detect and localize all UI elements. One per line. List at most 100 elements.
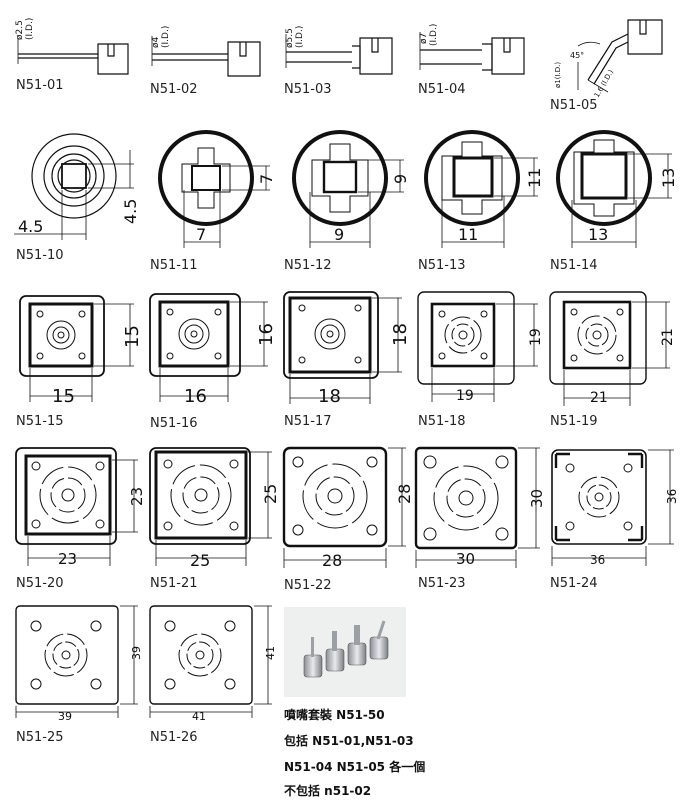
nozzle-n51-10: 4.5 4.5 N51-10: [14, 130, 144, 270]
dim-height: 25: [261, 484, 280, 504]
part-label: N51-19: [550, 414, 598, 429]
dim-width: 21: [590, 390, 608, 406]
drawing-outline: [285, 34, 393, 75]
drawing-outline: [551, 449, 674, 566]
dim-width: 9: [334, 225, 344, 244]
dim-width: 7: [196, 225, 206, 244]
part-label: N51-14: [550, 258, 598, 273]
drawing-outline: [149, 447, 272, 566]
drawing-outline: [556, 130, 672, 248]
dim-height: 13: [659, 168, 678, 188]
nozzle-n51-11: 7 7 N51-11: [148, 130, 278, 273]
part-label: N51-05: [550, 98, 598, 113]
dim-width: 11: [458, 225, 478, 244]
angle-label: 45°: [570, 51, 584, 60]
dim-label: ø1(I.D.): [554, 62, 562, 88]
dim-height: 16: [256, 323, 277, 346]
drawing-outline: [149, 293, 268, 402]
nozzle-n51-13: 11 11 N51-13: [416, 130, 546, 273]
dim-height: 4.5: [121, 199, 140, 224]
part-label: N51-04: [418, 82, 466, 97]
set-includes-each: N51-04 N51-05 各一個: [284, 760, 426, 774]
dim-height: 18: [390, 323, 411, 346]
part-label: N51-20: [16, 576, 64, 591]
nozzle-n51-02: ø4 (I.D.) N51-02: [148, 18, 278, 97]
drawing-outline: [424, 130, 538, 248]
nozzle-n51-05: 45° ø1(I.D.) 1.6 (I.D.) N51-05: [548, 6, 678, 116]
part-label: N51-16: [150, 416, 198, 431]
dim-width: 39: [58, 710, 72, 723]
dim-height: 23: [128, 487, 146, 506]
nozzle-n51-21: 25 25 N51-21: [148, 446, 280, 596]
drawing-outline: [149, 605, 272, 718]
part-label: N51-12: [284, 258, 332, 273]
drawing-outline: [417, 291, 538, 402]
dim-width: 28: [322, 551, 342, 570]
drawing-outline: [19, 295, 134, 402]
dim-height: 9: [391, 174, 410, 184]
dim-width: 25: [190, 551, 210, 570]
dim-height: 7: [257, 174, 276, 184]
nozzle-drawing: [17, 38, 129, 75]
nozzle-n51-18: 19 19 N51-18: [416, 290, 546, 430]
nozzle-n51-12: 9 9 N51-12: [282, 130, 412, 273]
dim-width: 41: [192, 710, 206, 723]
part-label: N51-25: [16, 730, 64, 745]
set-excludes: 不包括 n51-02: [284, 784, 372, 798]
part-label: N51-15: [16, 414, 64, 429]
dim-height: 41: [264, 646, 277, 660]
dim-width: 18: [318, 386, 341, 407]
part-label: N51-22: [284, 578, 332, 593]
dim-height: 30: [528, 489, 546, 508]
dim-width: 4.5: [18, 217, 43, 236]
part-label: N51-03: [284, 82, 332, 97]
dim-height: 15: [122, 325, 143, 348]
dim-width: 30: [456, 550, 475, 568]
part-label: N51-13: [418, 258, 466, 273]
set-title: 噴嘴套裝 N51-50: [284, 708, 385, 722]
part-label: N51-18: [418, 414, 466, 429]
nozzle-n51-24: 36 36 N51-24: [550, 446, 680, 596]
drawing-outline: [158, 130, 270, 248]
nozzle-photo-items: [303, 620, 389, 678]
part-label: N51-23: [418, 576, 466, 591]
dim-sublabel: (I.D.): [429, 24, 439, 46]
drawing-outline: [151, 36, 261, 77]
nozzle-n51-15: 15 15 N51-15: [14, 292, 144, 432]
set-includes: 包括 N51-01,N51-03: [284, 734, 414, 748]
drawing-outline: [15, 447, 138, 566]
nozzle-n51-25: 39 39 N51-25: [14, 604, 144, 754]
dim-width: 36: [590, 553, 605, 567]
dim-height: 39: [130, 646, 143, 660]
dim-label: ø7: [419, 33, 429, 44]
drawing-outline: [419, 32, 525, 75]
dim-height: 11: [525, 168, 544, 188]
nozzle-n51-17: 18 18 N51-17: [282, 291, 412, 432]
drawing-outline: [549, 291, 670, 406]
nozzle-n51-26: 41 41 N51-26: [148, 604, 278, 754]
dim-width: 15: [52, 386, 75, 407]
dim-height: 21: [660, 328, 676, 346]
nozzle-n51-14: 13 13 N51-14: [550, 130, 680, 273]
dim-sublabel: (I.D.): [161, 26, 171, 48]
dim-height: 19: [528, 328, 544, 346]
drawing-outline: [15, 605, 138, 718]
drawing-outline: [14, 133, 134, 240]
drawing-outline: [283, 291, 402, 404]
dim-label: ø4: [151, 36, 161, 48]
dim-height: 36: [665, 489, 679, 504]
drawing-outline: [292, 130, 404, 248]
nozzle-n51-23: 30 30 N51-23: [414, 446, 546, 596]
part-label: N51-01: [16, 78, 64, 93]
drawing-outline: [282, 446, 406, 568]
nozzle-n51-01: ø2.5 (I.D.) N51-01: [14, 14, 144, 93]
nozzle-n51-04: ø7 (I.D.) N51-04: [416, 18, 546, 97]
dim-height: 28: [395, 484, 414, 504]
dim-width: 23: [58, 550, 77, 568]
part-label: N51-26: [150, 730, 198, 745]
drawing-outline: [577, 19, 663, 93]
part-label: N51-21: [150, 576, 198, 591]
dim-width: 19: [456, 388, 474, 404]
dim-sublabel: (I.D.): [295, 26, 305, 48]
dim-width: 13: [588, 225, 608, 244]
